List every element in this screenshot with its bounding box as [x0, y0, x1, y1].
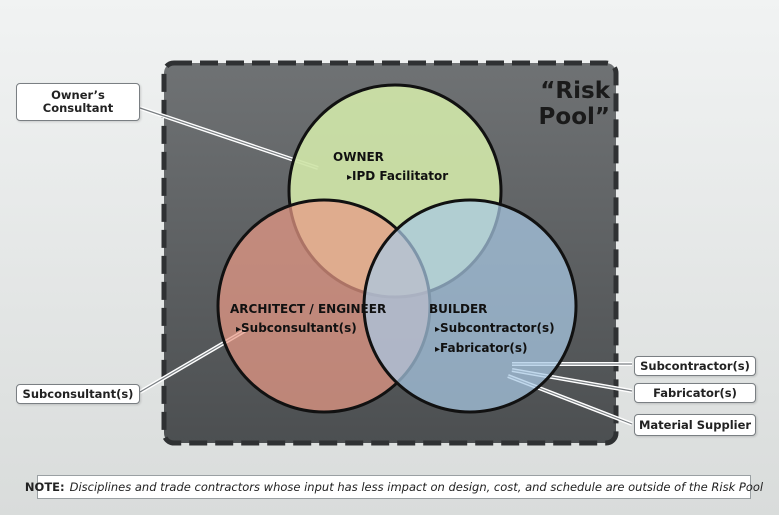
fabricator-item: Fabricator(s)	[435, 339, 555, 359]
risk-pool-title: “Risk Pool”	[538, 78, 610, 130]
note-text: Disciplines and trade contractors whose …	[69, 480, 764, 494]
subconsultant-item: Subconsultant(s)	[236, 319, 386, 339]
subconsultant-callout: Subconsultant(s)	[16, 384, 140, 404]
ipd-facilitator-item: IPD Facilitator	[347, 167, 448, 187]
note-box: NOTE: Disciplines and trade contractors …	[25, 475, 763, 499]
fabricator-callout: Fabricator(s)	[634, 383, 756, 403]
builder-title: BUILDER	[429, 302, 488, 316]
builder-circle	[362, 198, 578, 414]
builder-label-group: BUILDER Subcontractor(s) Fabricator(s)	[429, 300, 555, 359]
owner-title: OWNER	[333, 150, 384, 164]
owner-label-group: OWNER IPD Facilitator	[333, 148, 448, 187]
subcontractor-item: Subcontractor(s)	[435, 319, 555, 339]
architect-engineer-title: ARCHITECT / ENGINEER	[230, 302, 387, 316]
material-supplier-callout: Material Supplier	[634, 414, 756, 436]
subcontractor-callout: Subcontractor(s)	[634, 356, 756, 376]
architect-label-group: ARCHITECT / ENGINEER Subconsultant(s)	[230, 300, 386, 339]
owners-consultant-callout: Owner’s Consultant	[16, 83, 140, 121]
note-label: NOTE:	[24, 480, 65, 494]
